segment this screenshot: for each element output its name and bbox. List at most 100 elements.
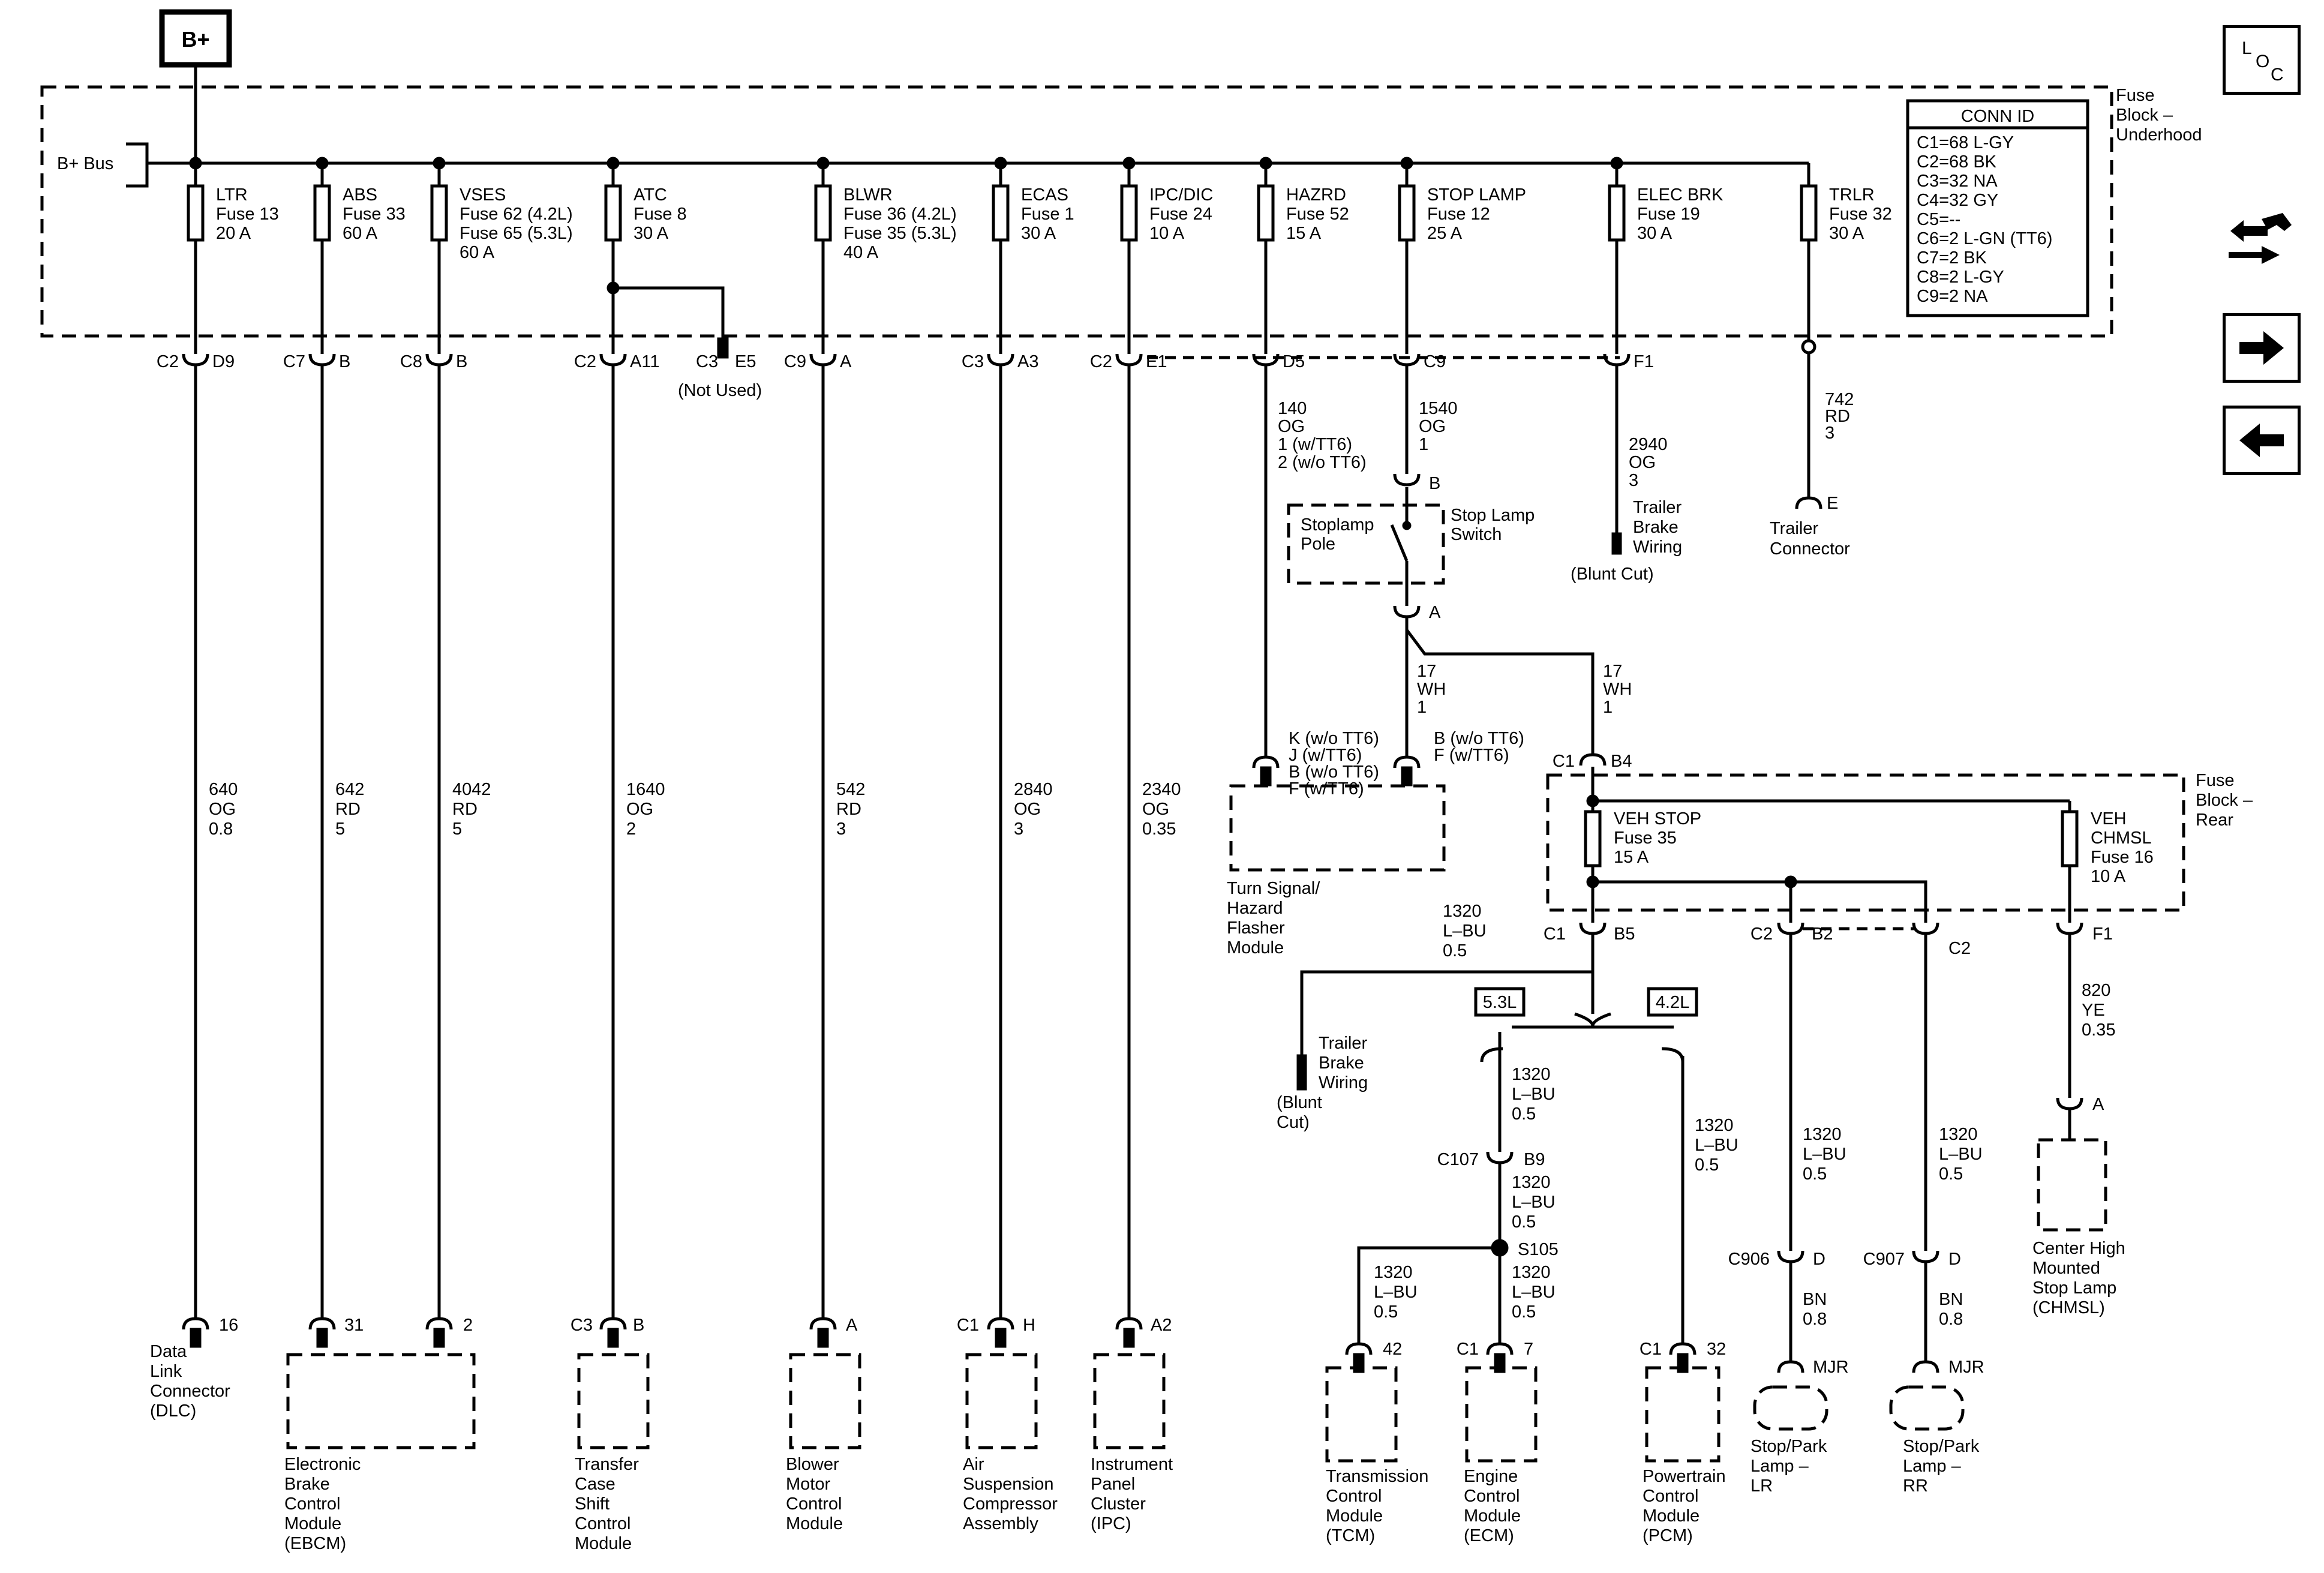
connector-pin-id: B (1429, 474, 1440, 493)
component-label: Transfer (575, 1455, 639, 1474)
component-label: Mounted (2032, 1259, 2100, 1278)
fuse-rating: 40 A (843, 243, 879, 262)
wire-spec: OG (626, 800, 653, 819)
component-connector (987, 1317, 1014, 1330)
connector-id: C3 (962, 352, 984, 371)
fuse-rating: 60 A (343, 224, 378, 243)
loc-letter-o: O (2256, 52, 2269, 71)
trailer-connector-label: Trailer (1770, 519, 1818, 538)
ipc-box (1093, 1353, 1166, 1449)
connector-tool-button[interactable] (2223, 204, 2301, 276)
connector-id: C9 (784, 352, 806, 371)
wire-spec: 5 (335, 819, 345, 839)
wire-spec-820: 0.35 (2082, 1020, 2115, 1040)
wire-spec-1320: 1320 (1512, 1173, 1551, 1192)
fuse-2 (430, 184, 448, 242)
fuse-rating: 30 A (1637, 224, 1673, 243)
connector-pin-id: F1 (1634, 352, 1654, 371)
component-label: Stop Lamp (2032, 1278, 2116, 1298)
connector-pin-id: A (1429, 603, 1441, 622)
wire-spec-1320: 1320 (1803, 1125, 1842, 1144)
wire-spec-1320: 1320 (1512, 1263, 1551, 1282)
component-label: Control (786, 1494, 842, 1514)
flasher-connector (1393, 755, 1421, 769)
previous-page-button[interactable] (2223, 406, 2301, 475)
location-button[interactable]: L O C (2223, 25, 2301, 95)
fuse-name: ABS (343, 185, 377, 205)
component-label: Module (1464, 1506, 1521, 1526)
component-label: LR (1750, 1476, 1773, 1496)
component-connector (1345, 1342, 1373, 1355)
wire-spec: 4042 (452, 780, 491, 799)
conn-id-row: C6=2 L-GN (TT6) (1917, 229, 2052, 248)
stoplamp-switch-label: Stop Lamp (1451, 506, 1535, 525)
fuse-rating: Fuse 33 (343, 205, 406, 224)
wire-spec-2940: OG (1629, 453, 1656, 472)
wire-spec-140: 1 (w/TT6) (1278, 435, 1352, 454)
fuse-rating: 30 A (1021, 224, 1056, 243)
lamp-connector (1777, 1360, 1804, 1373)
fuse-block-connector (1115, 353, 1143, 367)
atc-branch (613, 286, 725, 354)
conn-id-row: C5=-- (1917, 210, 1960, 229)
component-pin (1260, 766, 1272, 786)
fuse-block-connector (425, 353, 453, 367)
blower-box (789, 1353, 861, 1449)
component-pin-id: 32 (1707, 1340, 1726, 1359)
component-pin-id: 7 (1524, 1340, 1533, 1359)
component-connector (182, 1317, 209, 1330)
wire-spec: 640 (209, 780, 238, 799)
wire-spec-1320: L–BU (1939, 1145, 1983, 1164)
fuse-block-rear-label: Fuse (2196, 771, 2234, 790)
wire-spec-1320: 0.5 (1512, 1212, 1536, 1232)
fuse-block-connector (308, 353, 336, 367)
component-label: (PCM) (1643, 1526, 1693, 1545)
component-label: Hazard (1227, 899, 1283, 918)
wire-spec-820: 820 (2082, 981, 2110, 1000)
switch-pivot (1402, 521, 1412, 530)
trailer-brake-low-label: Cut) (1277, 1113, 1310, 1132)
component-pin-id: A2 (1151, 1316, 1172, 1335)
wire-spec: 542 (836, 780, 865, 799)
wire-spec-1320: L–BU (1695, 1136, 1739, 1155)
component-label: Lamp – (1903, 1457, 1962, 1476)
fuse-rating: Fuse 52 (1286, 205, 1349, 224)
component-label: Module (1227, 938, 1284, 957)
component-pin (1401, 766, 1413, 786)
component-label: Panel (1091, 1475, 1135, 1494)
connector-id: C1 (957, 1316, 979, 1335)
fuse-block-rear-label: Block – (2196, 791, 2253, 810)
wire-spec: 3 (836, 819, 846, 839)
wire-spec-1320: 0.5 (1803, 1164, 1827, 1184)
next-page-button[interactable] (2223, 313, 2301, 383)
wire-spec-1320: L–BU (1512, 1283, 1556, 1302)
c906-connector (1777, 1250, 1804, 1263)
connector-id: C2 (574, 352, 596, 371)
connector-id: C1 (1553, 752, 1575, 771)
trlr-terminal-ring (1801, 339, 1816, 355)
wire-spec-bn: BN (1939, 1290, 1963, 1309)
connector-pin-id: A11 (630, 352, 659, 371)
bus-junction (189, 157, 202, 170)
connector-id: C1 (1640, 1340, 1662, 1359)
fuse-rating: Fuse 19 (1637, 205, 1700, 224)
wire-spec-1320: 1320 (1695, 1116, 1734, 1135)
fuse-veh-stop (1584, 810, 1602, 867)
fuse-3 (604, 184, 622, 242)
trailer-brake-low-wire (1300, 935, 1595, 1056)
wire-spec: OG (1014, 800, 1041, 819)
arrow-right-icon (2239, 331, 2284, 365)
connector-tool-icon (2229, 213, 2292, 264)
wire-spec-1320: 0.5 (1512, 1302, 1536, 1322)
chmsl-connector (2056, 1097, 2083, 1110)
fuse-rating: Fuse 8 (633, 205, 687, 224)
component-label: Control (1643, 1487, 1699, 1506)
fuse-block-underhood-label: Block – (2116, 106, 2173, 125)
option-53-box (1474, 987, 1526, 1017)
component-label: Flasher (1227, 918, 1285, 938)
fuse-rating: Fuse 35 (5.3L) (843, 224, 957, 243)
component-pin (817, 1328, 829, 1348)
component-label: Module (284, 1514, 341, 1533)
not-used-label: (Not Used) (678, 381, 762, 400)
fuse-rating: 10 A (2091, 867, 2126, 886)
